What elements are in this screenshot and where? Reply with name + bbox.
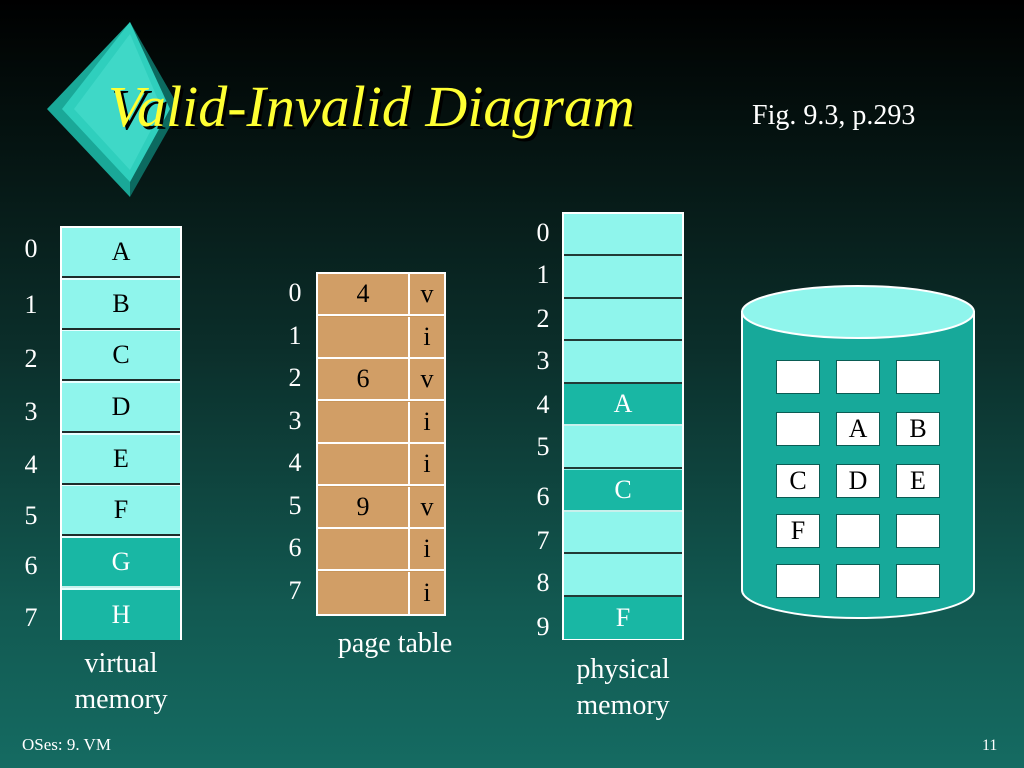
physical-frame-index: 3 xyxy=(536,346,550,375)
virtual-memory-caption-line2: memory xyxy=(74,684,168,716)
page-table-index: 6 xyxy=(288,533,302,562)
virtual-page-cell: A xyxy=(62,228,180,278)
physical-frame-cell: A xyxy=(564,384,682,427)
page-table-valid-bit: i xyxy=(410,401,444,444)
physical-frame-index: 4 xyxy=(536,390,550,419)
page-table-frame-cell: 6 xyxy=(318,359,410,401)
disk-block xyxy=(776,412,820,446)
disk-block xyxy=(776,564,820,598)
physical-frame-cell xyxy=(564,512,682,555)
page-table-frame-cell xyxy=(318,401,410,444)
disk-block xyxy=(836,360,880,394)
disk-block xyxy=(836,564,880,598)
page-table-index: 0 xyxy=(288,278,302,307)
page-table-valid-bit: i xyxy=(410,316,444,359)
virtual-memory-caption: virtual memory xyxy=(50,646,192,719)
physical-frame-cell xyxy=(564,256,682,299)
page-table-frame-cell xyxy=(318,529,410,571)
physical-frame-index: 8 xyxy=(536,568,550,597)
page-table-index: 5 xyxy=(288,490,302,520)
physical-frame-index: 9 xyxy=(536,612,550,641)
disk-block xyxy=(896,514,940,548)
disk-block: A xyxy=(836,412,880,446)
page-number: 11 xyxy=(982,737,998,754)
disk-block: F xyxy=(776,514,820,548)
page-table-index: 2 xyxy=(288,363,302,392)
virtual-page-cell: B xyxy=(62,280,180,330)
page-table-index: 4 xyxy=(288,448,302,477)
slide-title: Valid-Invalid Diagram xyxy=(108,74,635,139)
page-table-index: 3 xyxy=(288,405,302,435)
virtual-page-cell: E xyxy=(62,435,180,485)
page-table-valid-bit: i xyxy=(410,529,444,571)
page-table-valid-bit: v xyxy=(410,486,444,529)
disk-block: C xyxy=(776,464,820,498)
physical-memory-caption-line2: memory xyxy=(576,690,670,722)
virtual-page-index: 0 xyxy=(24,234,38,263)
disk-block xyxy=(836,514,880,548)
physical-frame-index: 6 xyxy=(536,482,550,511)
virtual-page-index: 3 xyxy=(24,397,38,426)
figure-reference: Fig. 9.3, p.293 xyxy=(752,100,916,131)
virtual-page-cell: C xyxy=(62,331,180,381)
physical-frame-cell xyxy=(564,341,682,384)
disk-block: B xyxy=(896,412,940,446)
page-table-frame-cell: 4 xyxy=(318,274,410,316)
physical-frame-cell xyxy=(564,299,682,342)
physical-frame-index: 5 xyxy=(536,432,550,461)
virtual-page-index: 5 xyxy=(24,501,38,530)
physical-memory-caption: physical memory xyxy=(548,652,698,725)
page-table-valid-bit: i xyxy=(410,571,444,614)
virtual-page-cell: D xyxy=(62,383,180,433)
page-table-caption: page table xyxy=(337,628,453,659)
page-table-index: 7 xyxy=(288,575,302,605)
disk-block xyxy=(776,360,820,394)
page-table-frame-cell xyxy=(318,316,410,359)
virtual-page-cell: F xyxy=(62,486,180,536)
page-table-valid-bit: v xyxy=(410,274,444,316)
page-table-frame-cell xyxy=(318,444,410,486)
virtual-page-index: 1 xyxy=(24,290,38,319)
physical-frame-index: 2 xyxy=(536,304,550,333)
disk-block: D xyxy=(836,464,880,498)
diamond-bullet-icon xyxy=(40,22,180,197)
page-table-frame-cell: 9 xyxy=(318,486,410,529)
page-table-index: 1 xyxy=(288,320,302,350)
virtual-page-index: 4 xyxy=(24,450,38,479)
page-table-frame-cell xyxy=(318,571,410,614)
physical-frame-cell xyxy=(564,554,682,597)
physical-frame-index: 0 xyxy=(536,218,550,247)
physical-frame-index: 7 xyxy=(536,526,550,555)
physical-frame-index: 1 xyxy=(536,260,550,289)
page-table-valid-bit: i xyxy=(410,444,444,486)
virtual-page-index: 7 xyxy=(24,603,38,632)
disk-block xyxy=(896,564,940,598)
slide-footer: OSes: 9. VM xyxy=(22,735,111,754)
physical-frame-cell: F xyxy=(564,597,682,640)
disk-block: E xyxy=(896,464,940,498)
physical-memory-caption-line1: physical xyxy=(576,654,670,685)
disk-block xyxy=(896,360,940,394)
virtual-page-cell: H xyxy=(62,590,180,640)
virtual-memory-caption-line1: virtual xyxy=(84,648,158,679)
virtual-page-index: 6 xyxy=(24,551,38,580)
virtual-page-cell: G xyxy=(62,538,180,588)
physical-frame-cell xyxy=(564,427,682,469)
virtual-page-index: 2 xyxy=(24,344,38,373)
physical-frame-cell xyxy=(564,214,682,256)
physical-frame-cell: C xyxy=(564,469,682,512)
page-table-valid-bit: v xyxy=(410,359,444,401)
